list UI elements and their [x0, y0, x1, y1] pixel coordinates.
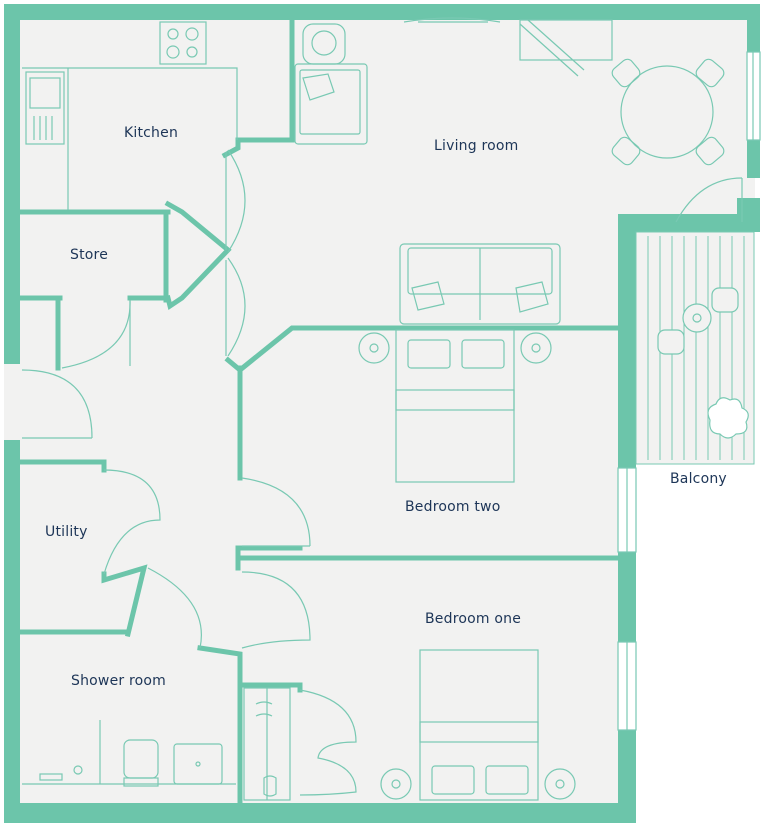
- room-label-shower-room: Shower room: [71, 673, 167, 689]
- plant-icon: [707, 397, 749, 439]
- side-table-icon: [302, 23, 346, 65]
- double-bed-icon: [419, 649, 539, 801]
- wardrobe-icon: [243, 687, 291, 801]
- sofa-icon: [399, 243, 561, 325]
- kitchen-counter: [22, 67, 238, 210]
- shower-tray-icon: [22, 720, 236, 785]
- room-label-bedroom-two: Bedroom two: [405, 499, 501, 515]
- room-label-living-room: Living room: [434, 138, 519, 154]
- room-label-balcony: Balcony: [670, 471, 727, 487]
- armchair-icon: [294, 63, 368, 145]
- hob-icon: [159, 21, 207, 65]
- room-label-utility: Utility: [45, 524, 88, 540]
- outer-walls: [4, 4, 760, 823]
- balcony-table-icon: [657, 287, 739, 355]
- toilet-icon: [123, 739, 159, 787]
- room-label-bedroom-one: Bedroom one: [425, 611, 522, 627]
- bedside-table-icon: [380, 768, 576, 800]
- door-swing-icon: [21, 149, 743, 796]
- tv-unit-icon: [403, 17, 613, 77]
- sink-icon: [25, 71, 65, 145]
- dining-table-icon: [611, 58, 725, 166]
- room-label-kitchen: Kitchen: [124, 125, 179, 141]
- window-icon: [4, 51, 761, 731]
- bedside-table-icon: [358, 332, 552, 364]
- double-bed-icon: [395, 329, 515, 483]
- interior-walls: [15, 15, 621, 806]
- room-label-store: Store: [70, 247, 109, 263]
